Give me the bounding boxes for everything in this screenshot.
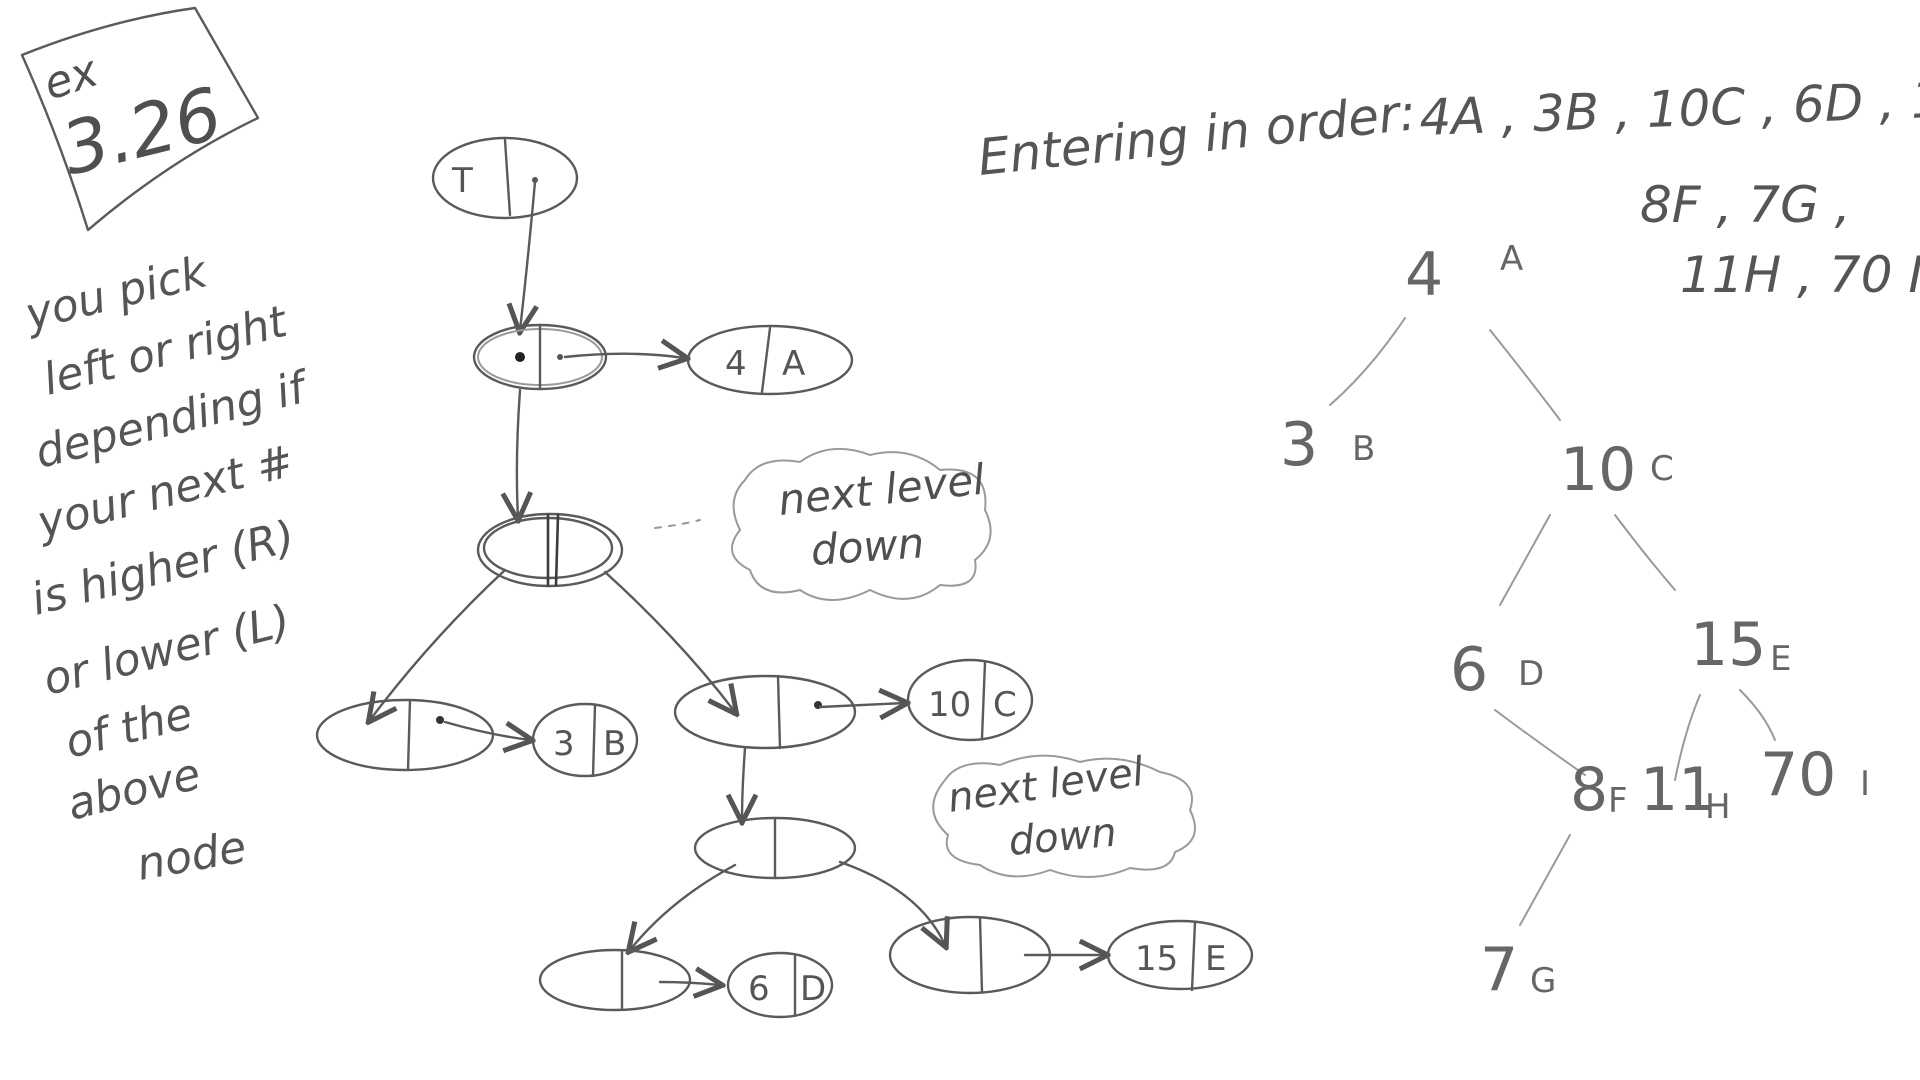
tree-node-key: 70 — [1760, 740, 1836, 810]
entry-order-note: Entering in order: 4A , 3B , 10C , 6D , … — [975, 67, 1920, 304]
tree-node-letter: C — [1650, 449, 1674, 489]
tree-node-letter: H — [1705, 787, 1731, 827]
bubble-1-line-2: down — [809, 518, 925, 575]
record-3-key: 10 — [928, 685, 971, 725]
root-label: T — [451, 161, 473, 201]
record-3-value: C — [993, 685, 1017, 725]
record-4-key: 6 — [748, 969, 770, 1009]
tree-node-10C: 10 C — [1560, 435, 1674, 505]
tree-node-key: 8 — [1570, 755, 1608, 825]
record-4-value: D — [800, 969, 826, 1009]
note-line-9: node — [133, 822, 250, 891]
tree-node-key: 11 — [1640, 755, 1716, 825]
tree-node-key: 7 — [1480, 935, 1518, 1005]
linked-structure-diagram: T 4 A next level down 3 — [315, 136, 1254, 1019]
tree-node-letter: E — [1770, 639, 1791, 679]
tree-node-3B: 3 B — [1280, 410, 1375, 480]
record-5-value: E — [1205, 939, 1226, 979]
tree-node-70I: 70 I — [1760, 740, 1870, 810]
order-line-1: 4A , 3B , 10C , 6D , 15E , — [1418, 67, 1920, 147]
order-line-3: 11H , 70 I — [1680, 246, 1920, 304]
order-label: Entering in order: — [975, 83, 1419, 187]
tree-node-letter: I — [1860, 764, 1870, 804]
tree-node-key: 10 — [1560, 435, 1636, 505]
tree-node-8F: 8 F — [1570, 755, 1628, 825]
tree-node-letter: F — [1608, 781, 1628, 821]
tree-node-key: 6 — [1450, 635, 1488, 705]
explanation-note: you pick left or right depending if your… — [18, 246, 316, 891]
record-1-key: 4 — [725, 344, 747, 384]
record-1-value: A — [782, 344, 805, 384]
tree-node-4A: 4 A — [1405, 239, 1523, 310]
order-line-2: 8F , 7G , — [1640, 176, 1851, 234]
bubble-2-line-2: down — [1007, 810, 1119, 865]
tree-node-15E: 15 E — [1690, 610, 1791, 680]
record-2-value: B — [603, 724, 626, 764]
tree-node-key: 4 — [1405, 240, 1443, 310]
tree-node-key: 3 — [1280, 410, 1318, 480]
tree-node-6D: 6 D — [1450, 635, 1544, 705]
exercise-box: ex 3.26 — [20, 6, 260, 232]
tree-node-letter: A — [1500, 239, 1523, 279]
record-5-key: 15 — [1135, 939, 1178, 979]
tree-node-letter: D — [1518, 654, 1544, 694]
tree-node-11H: 11 H — [1640, 755, 1731, 827]
bubble-2-line-1: next level — [945, 749, 1147, 822]
tree-node-letter: B — [1352, 429, 1375, 469]
record-2-key: 3 — [553, 724, 575, 764]
tree-node-7G: 7 G — [1480, 935, 1556, 1005]
tree-node-key: 15 — [1690, 610, 1766, 680]
tree-node-letter: G — [1530, 961, 1556, 1001]
binary-search-tree: 4 A 3 B 10 C 6 D 15 E 8 F 11 H 70 I — [1280, 239, 1870, 1005]
bubble-1-line-1: next level — [776, 455, 987, 525]
